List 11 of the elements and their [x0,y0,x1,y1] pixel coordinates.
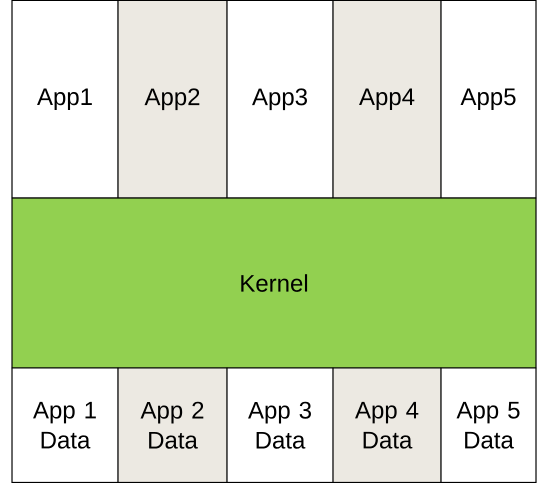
app-box: App2 [117,0,228,199]
data-box: App 2 Data [117,367,228,483]
data-box: App 1 Data [11,367,119,483]
app-box: App4 [332,0,442,199]
data-box: App 3 Data [226,367,334,483]
app-box: App3 [226,0,334,199]
kernel-band: Kernel [11,197,537,369]
data-box: App 5 Data [440,367,537,483]
data-box: App 4 Data [332,367,442,483]
app-box: App1 [11,0,119,199]
app-box: App5 [440,0,537,199]
